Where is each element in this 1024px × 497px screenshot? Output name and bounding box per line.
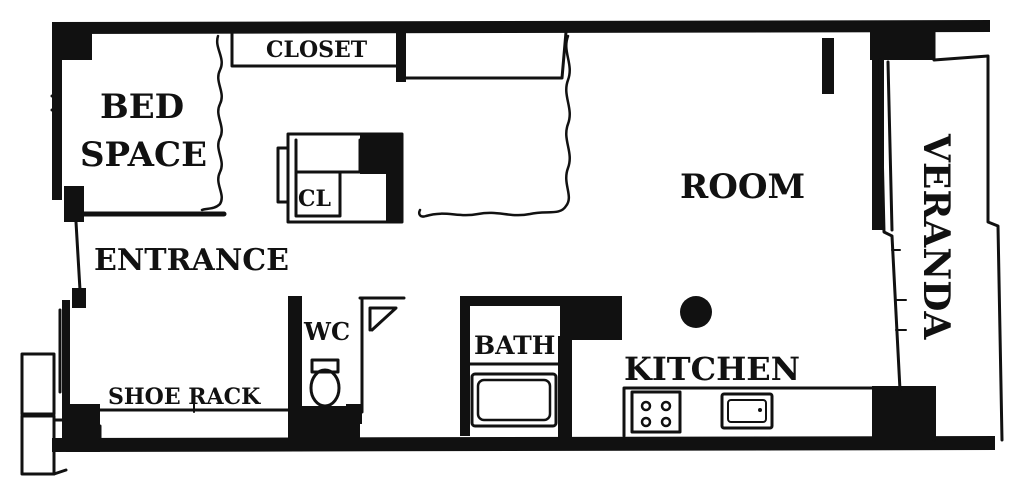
bed-curtain xyxy=(200,34,223,212)
wc-right-frame xyxy=(358,296,406,414)
veranda-outline xyxy=(932,30,1004,442)
bed-space-label-line2: SPACE xyxy=(80,135,207,175)
bathtub-icon xyxy=(470,372,558,428)
cl-block xyxy=(360,134,402,174)
bath-left-wall xyxy=(460,296,470,436)
cl-inner xyxy=(276,138,362,218)
top-wall xyxy=(52,20,990,34)
left-lower-corner xyxy=(66,404,100,452)
left-upper-wall xyxy=(52,22,92,60)
stove-icon xyxy=(630,390,682,434)
veranda-label: VERANDA xyxy=(915,133,957,340)
bath-right-wall xyxy=(558,336,572,438)
entrance-door-line xyxy=(74,220,82,292)
exterior-box-2 xyxy=(20,414,56,476)
wc-label: WC xyxy=(303,317,350,346)
room-label: ROOM xyxy=(680,167,805,207)
entrance-label: ENTRANCE xyxy=(94,243,289,278)
kitchen-label: KITCHEN xyxy=(624,350,800,388)
cl-right-post xyxy=(386,172,402,222)
bed-space-label-line1: BED xyxy=(100,87,184,127)
bottom-wall xyxy=(52,436,995,452)
column-icon xyxy=(680,296,712,328)
room-curtain xyxy=(418,34,571,218)
left-wall-corner xyxy=(64,186,84,222)
wc-corner xyxy=(346,404,362,424)
bath-block xyxy=(560,296,622,340)
left-lower-wall xyxy=(62,300,70,440)
left-exterior xyxy=(20,94,82,476)
exterior-box-1 xyxy=(20,352,56,416)
counter-outline xyxy=(622,386,874,438)
outer-walls xyxy=(52,20,995,452)
sink-icon xyxy=(720,392,774,430)
kitchen-counter xyxy=(622,386,874,438)
shoe-rack-label: SHOE RACK xyxy=(108,384,261,410)
right-upper-post xyxy=(870,22,934,60)
veranda-door-frame xyxy=(891,249,907,331)
bed-space-area xyxy=(81,34,227,217)
toilet-icon xyxy=(309,358,341,408)
closet-label: CLOSET xyxy=(266,37,368,63)
cl-cabinet xyxy=(276,132,404,224)
wc-top-wall xyxy=(288,296,300,304)
closet-right-outline xyxy=(404,30,568,80)
room-stub-wall xyxy=(822,38,834,94)
bath-room xyxy=(460,296,622,438)
closet-unit xyxy=(230,30,568,82)
bath-top-wall xyxy=(460,296,560,306)
cl-label: CL xyxy=(298,186,331,212)
veranda-area xyxy=(878,30,1004,442)
left-mid-post xyxy=(72,288,86,308)
exterior-frame xyxy=(52,418,68,476)
left-wall-segment xyxy=(52,60,62,200)
right-lower-post xyxy=(872,386,936,438)
left-window xyxy=(50,94,60,112)
bath-label: BATH xyxy=(474,331,555,360)
closet-divider xyxy=(396,32,406,82)
veranda-window-frame xyxy=(878,58,902,392)
wc-room xyxy=(288,296,406,446)
